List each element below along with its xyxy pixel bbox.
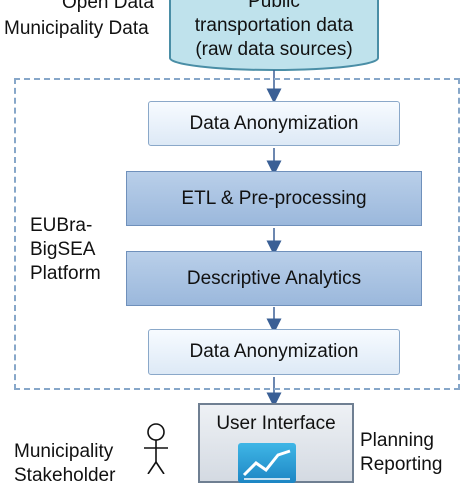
platform-label: EUBra- BigSEA Platform	[30, 214, 101, 286]
open-data-label: Open Data	[62, 0, 154, 13]
step-label: Data Anonymization	[189, 112, 359, 134]
step-label: Data Anonymization	[189, 341, 359, 362]
municipality-label: Municipality	[14, 441, 114, 462]
database-cylinder-icon	[169, 0, 379, 71]
platform-container	[14, 78, 460, 390]
public-transport-line3: (raw data sources)	[195, 39, 353, 60]
step-label: Descriptive Analytics	[186, 267, 362, 289]
platform-label-line2: BigSEA	[30, 239, 96, 260]
planning-label: Planning	[360, 430, 434, 451]
reporting-label: Reporting	[360, 454, 443, 475]
public-transport-line1: Public	[248, 0, 300, 12]
data-anonymization-step-1: Data Anonymization	[148, 101, 400, 146]
user-interface-label: User Interface	[216, 413, 336, 434]
diagram-connectors	[169, 0, 379, 408]
public-transport-line2: transportation data	[194, 15, 354, 36]
data-anonymization-step-2: Data Anonymization	[148, 329, 400, 375]
step-label: ETL & Pre-processing	[181, 187, 367, 209]
platform-label-line1: EUBra-	[30, 215, 93, 236]
descriptive-analytics-step: Descriptive Analytics	[126, 251, 422, 306]
public-transport-text: Public transportation data (raw data sou…	[170, 0, 378, 62]
stakeholder-label: Stakeholder	[14, 465, 116, 486]
trend-chart-icon	[238, 443, 296, 483]
platform-label-line3: Platform	[30, 263, 101, 284]
municipality-data-label: Municipality Data	[4, 18, 149, 39]
user-interface-box: User Interface	[198, 403, 354, 483]
etl-preprocessing-step: ETL & Pre-processing	[126, 171, 422, 226]
